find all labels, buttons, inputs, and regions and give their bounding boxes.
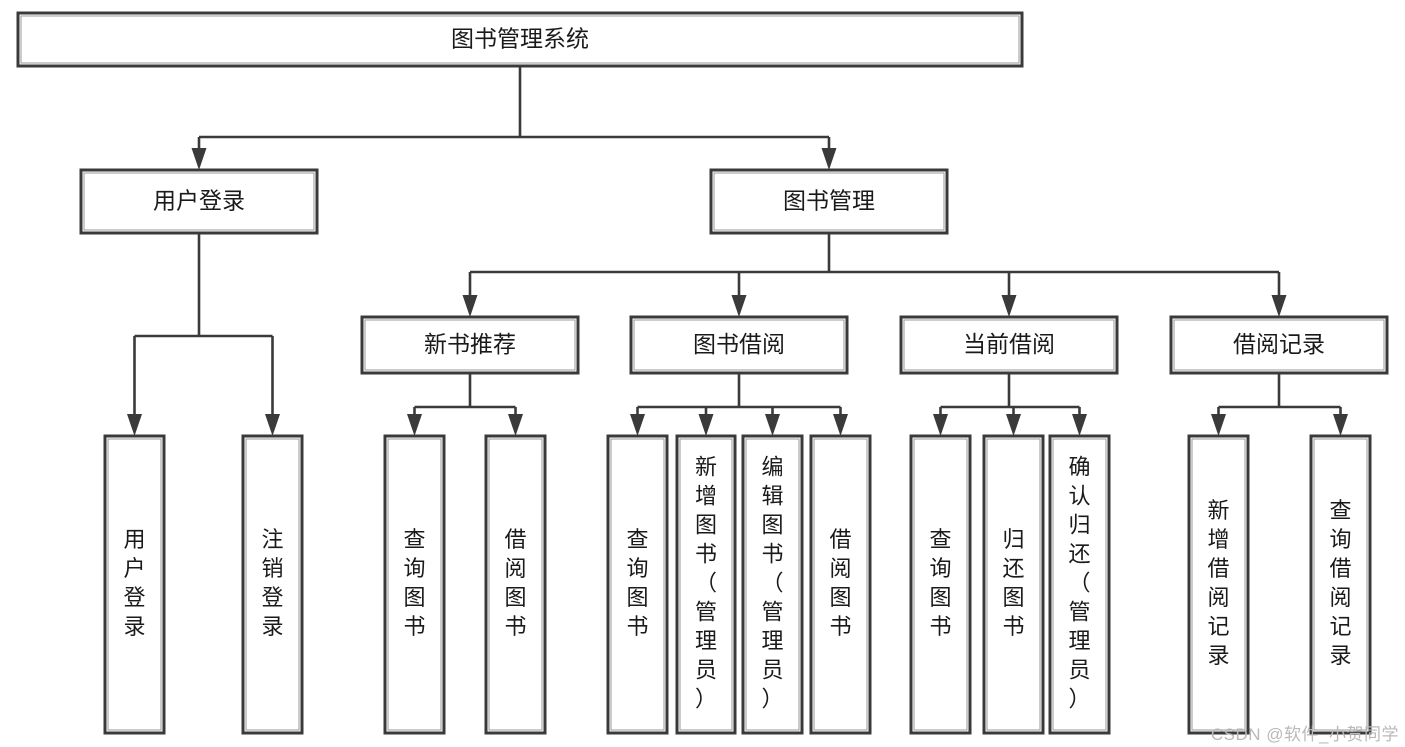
node-leaf-edit-book[interactable]: 编辑图书（管理员） [741,434,804,735]
node-bookmgmt[interactable]: 图书管理 [709,168,949,235]
node-newbook[interactable]: 新书推荐 [360,315,580,375]
node-leaf-user-login[interactable]: 用户登录 [103,434,166,735]
node-label: 借阅图书 [504,527,526,639]
node-leaf-borrow-book-2[interactable]: 借阅图书 [809,434,872,735]
node-label: 新书推荐 [424,331,516,357]
node-layer: 图书管理系统用户登录图书管理新书推荐图书借阅当前借阅借阅记录用户登录注销登录查询… [16,11,1389,735]
node-leaf-query-record[interactable]: 查询借阅记录 [1309,434,1372,735]
node-leaf-logout[interactable]: 注销登录 [241,434,304,735]
node-label: 新增图书（管理员） [695,454,717,711]
node-leaf-add-record[interactable]: 新增借阅记录 [1187,434,1250,735]
node-leaf-add-book[interactable]: 新增图书（管理员） [675,434,737,735]
node-label: 新增借阅记录 [1207,498,1229,668]
node-records[interactable]: 借阅记录 [1169,315,1389,375]
node-borrow[interactable]: 图书借阅 [629,315,849,375]
connector-group-records [1211,373,1348,436]
node-label: 图书管理系统 [451,26,589,52]
node-leaf-confirm-return[interactable]: 确认归还（管理员） [1048,434,1111,735]
node-label: 图书借阅 [693,331,785,357]
node-root[interactable]: 图书管理系统 [16,11,1024,68]
connector-group-bookmgmt [462,233,1287,317]
connector-group-newbook [407,373,523,436]
connector-group-root [191,66,837,170]
node-label: 借阅图书 [829,527,851,639]
node-label: 用户登录 [123,527,145,639]
node-leaf-return-book[interactable]: 归还图书 [982,434,1045,735]
node-label: 查询图书 [626,527,648,639]
node-leaf-borrow-book-1[interactable]: 借阅图书 [484,434,547,735]
connector-group-borrow [630,373,848,436]
node-leaf-query-book-1[interactable]: 查询图书 [383,434,446,735]
node-label: 确认归还（管理员） [1068,454,1090,711]
node-label: 归还图书 [1002,527,1024,639]
node-label: 编辑图书（管理员） [761,454,783,711]
connector-group-current [933,373,1087,436]
node-label: 查询图书 [929,527,951,639]
node-leaf-query-book-2[interactable]: 查询图书 [606,434,669,735]
connector-group-login [127,233,280,436]
node-current[interactable]: 当前借阅 [899,315,1119,375]
node-label: 当前借阅 [963,331,1055,357]
connector-layer [127,66,1348,436]
node-login[interactable]: 用户登录 [79,168,319,235]
node-label: 查询图书 [403,527,425,639]
node-label: 图书管理 [783,188,875,214]
node-label: 借阅记录 [1233,331,1325,357]
node-leaf-query-book-3[interactable]: 查询图书 [909,434,972,735]
node-label: 用户登录 [153,188,245,214]
node-label: 查询借阅记录 [1329,498,1351,668]
node-label: 注销登录 [261,527,283,639]
